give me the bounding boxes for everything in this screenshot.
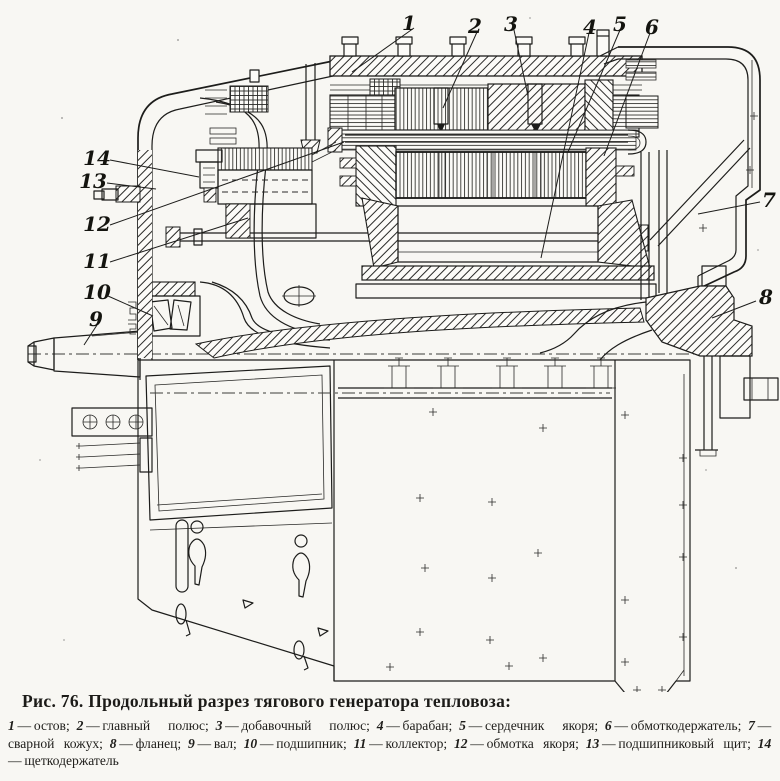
callout-3: 3 [504, 12, 518, 36]
callout-4: 4 [583, 15, 597, 39]
main-pole [329, 87, 489, 133]
rivet-marks [386, 408, 687, 692]
generator-cross-section-diagram: 1 2 3 4 5 6 7 8 9 10 11 12 13 14 [27, 11, 779, 692]
legend-item: 12 — обмотка якоря; [453, 735, 586, 751]
callout-numbers: 1 2 3 4 5 6 7 8 9 10 11 12 13 14 [79, 11, 776, 331]
callout-1: 1 [402, 11, 416, 35]
legend-item: 10 — подшипник; [243, 735, 354, 751]
terminal-box [625, 59, 659, 129]
commutating-pole [487, 79, 640, 138]
callout-6: 6 [645, 15, 659, 39]
door-latches [175, 519, 329, 671]
frame-lower-box [71, 357, 691, 692]
top-bolts [249, 29, 610, 83]
armature-winding [327, 127, 647, 155]
terminal-plate [71, 407, 153, 473]
access-window [145, 365, 333, 531]
callout-14: 14 [83, 146, 111, 170]
legend-item: 3 — добавочный полюс; [215, 718, 377, 733]
callout-13: 13 [79, 169, 107, 193]
callout-10: 10 [83, 280, 111, 304]
legend-item: 2 — главный полюс; [76, 718, 216, 733]
legend-item: 4 — барабан; [376, 718, 460, 733]
armature-core [339, 145, 635, 207]
legend-item: 8 — фланец; [109, 735, 189, 751]
drum [282, 197, 657, 307]
callout-12: 12 [83, 212, 111, 236]
callout-2: 2 [467, 14, 482, 38]
cable-pins [76, 442, 141, 471]
cover-rivets [699, 112, 758, 232]
callout-9: 9 [89, 307, 103, 331]
figure-caption: Рис. 76. Продольный разрез тягового гене… [22, 691, 512, 711]
legend-item: 14 — щеткодержатель [8, 735, 774, 769]
shaft [27, 326, 141, 380]
inner-support-walls [640, 150, 668, 300]
flange [539, 265, 753, 457]
labyrinth-seal [128, 301, 137, 335]
callout-8: 8 [758, 285, 773, 309]
legend-item: 6 — обмоткодержатель; [604, 718, 749, 733]
legend-item: 11 — коллектор; [353, 735, 454, 751]
legend-item: 7 — сварной кожух; [8, 718, 774, 751]
bearing-shield [93, 60, 334, 360]
figure-legend: 1 — остов; 2 — главный полюс; 3 — добаво… [8, 717, 774, 770]
legend-item: 5 — сердечник якоря; [459, 718, 605, 733]
legend-item: 1 — остов; [8, 718, 77, 733]
paper-specks [39, 17, 759, 641]
commutator [217, 141, 337, 239]
welded-cover [599, 46, 779, 401]
rotor-spider [194, 307, 645, 359]
leader-lines [83, 27, 761, 346]
callout-11: 11 [83, 249, 111, 273]
callout-5: 5 [613, 12, 627, 36]
legend-item: 13 — подшипниковый щит; [585, 735, 758, 751]
mounting-brackets [150, 357, 616, 399]
legend-item: 9 — вал; [188, 735, 244, 751]
callout-7: 7 [762, 188, 776, 212]
brush-holder [195, 149, 223, 203]
